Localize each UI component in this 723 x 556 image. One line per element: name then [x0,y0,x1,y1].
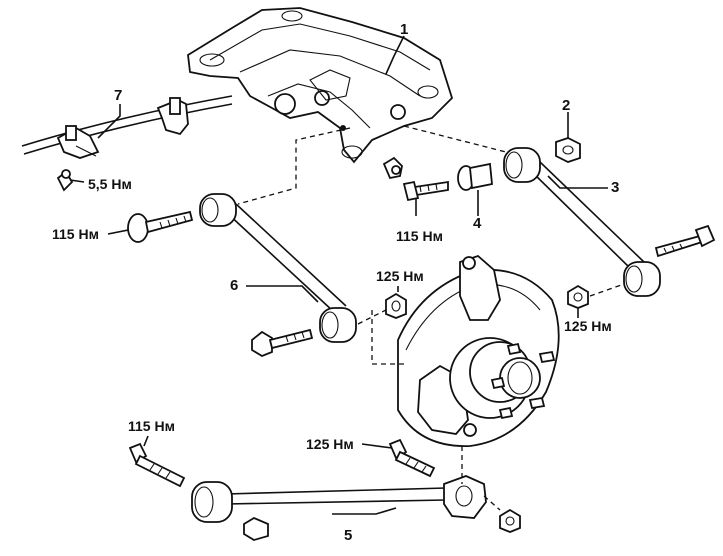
torque-label-5-5: 5,5 Нм [88,176,132,192]
torque-label-115-center: 115 Нм [396,228,443,244]
callout-6: 6 [230,277,239,294]
leader-lines [69,35,608,515]
bolt-link-5-outer [388,438,436,478]
bolt-link-5-inner [128,442,186,488]
torque-label-125-lower: 125 Нм [306,436,354,452]
stabilizer-bar [21,95,233,192]
nut-part-2 [555,137,581,163]
link-part-5 [191,475,521,541]
cam-bolt-set-part-4 [382,156,493,202]
torque-label-125-upper: 125 Нм [376,268,424,284]
callout-3: 3 [611,179,620,196]
bolt-arm-6-outer [251,328,314,358]
torque-label-125-right: 125 Нм [564,318,612,334]
callout-7: 7 [114,87,123,104]
control-arm-part-6 [199,193,357,343]
bolt-arm-6-inner [127,210,194,243]
knuckle-hub-assembly [397,254,560,447]
torque-label-115-lower: 115 Нм [128,418,175,434]
nut-arm-3 [567,284,589,309]
callout-1: 1 [400,21,409,38]
bolt-arm-3-outer [654,224,716,258]
assembly-guide-lines [237,125,625,511]
control-arm-part-3 [503,147,661,297]
callout-4: 4 [473,215,482,232]
torque-label-115-left: 115 Нм [52,226,99,242]
subframe-crossmember [187,7,454,164]
callout-2: 2 [562,97,571,114]
callout-5: 5 [344,527,353,544]
nut-arm-6 [385,292,407,319]
